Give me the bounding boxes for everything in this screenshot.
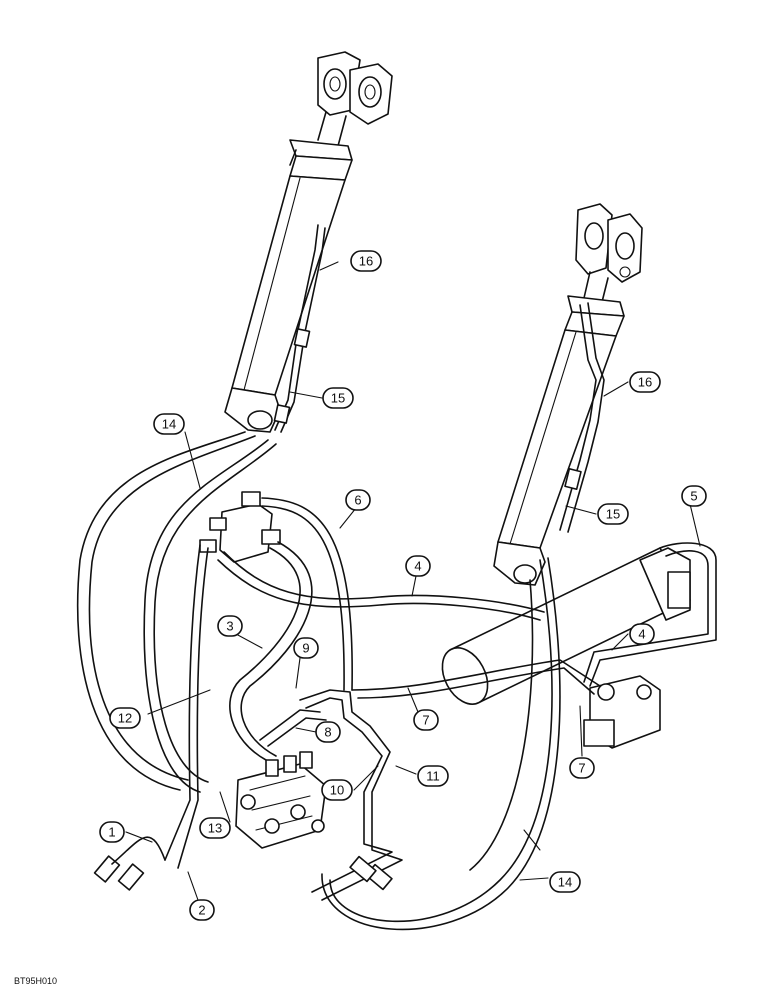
callout-16-left: 16 <box>350 250 382 272</box>
svg-text:2: 2 <box>198 903 205 918</box>
svg-text:9: 9 <box>302 641 309 656</box>
drawing-code: BT95H010 <box>14 976 57 986</box>
callout-15-left: 15 <box>322 387 354 409</box>
svg-text:12: 12 <box>118 711 132 726</box>
svg-text:6: 6 <box>354 493 361 508</box>
callout-13: 13 <box>199 817 231 839</box>
svg-text:7: 7 <box>578 761 585 776</box>
svg-text:16: 16 <box>359 254 373 269</box>
callout-4-right: 4 <box>629 623 655 645</box>
callout-5: 5 <box>681 485 707 507</box>
callout-9: 9 <box>293 637 319 659</box>
right-lift-cylinder <box>493 203 643 586</box>
callout-2: 2 <box>189 899 215 921</box>
svg-text:7: 7 <box>422 713 429 728</box>
callout-7-center: 7 <box>413 709 439 731</box>
callout-leaders <box>125 261 701 901</box>
callout-3: 3 <box>217 615 243 637</box>
svg-text:11: 11 <box>426 769 440 784</box>
callout-16-right: 16 <box>629 371 661 393</box>
cross-tube <box>441 547 691 705</box>
svg-text:14: 14 <box>558 875 572 890</box>
control-valve <box>235 751 327 849</box>
hose-lines <box>76 431 717 931</box>
svg-text:13: 13 <box>208 821 222 836</box>
svg-text:1: 1 <box>108 825 115 840</box>
svg-text:3: 3 <box>226 619 233 634</box>
callout-15-right: 15 <box>597 503 629 525</box>
svg-text:15: 15 <box>331 391 345 406</box>
callout-11: 11 <box>417 765 449 787</box>
callout-12: 12 <box>109 707 141 729</box>
relief-valve <box>583 675 661 749</box>
tee-block <box>199 491 281 563</box>
left-lift-cylinder <box>224 51 393 433</box>
svg-text:5: 5 <box>690 489 697 504</box>
svg-text:16: 16 <box>638 375 652 390</box>
svg-text:14: 14 <box>162 417 176 432</box>
callout-8: 8 <box>315 721 341 743</box>
callout-7-right: 7 <box>569 757 595 779</box>
callouts: 16 15 14 6 5 4 3 9 <box>99 250 707 921</box>
svg-text:4: 4 <box>414 559 421 574</box>
callout-14-left: 14 <box>153 413 185 435</box>
svg-text:8: 8 <box>324 725 331 740</box>
callout-14-right: 14 <box>549 871 581 893</box>
callout-1: 1 <box>99 821 125 843</box>
callout-6: 6 <box>345 489 371 511</box>
callout-4-top: 4 <box>405 555 431 577</box>
svg-text:4: 4 <box>638 627 645 642</box>
svg-text:15: 15 <box>606 507 620 522</box>
svg-text:10: 10 <box>330 783 344 798</box>
callout-10: 10 <box>321 779 353 801</box>
